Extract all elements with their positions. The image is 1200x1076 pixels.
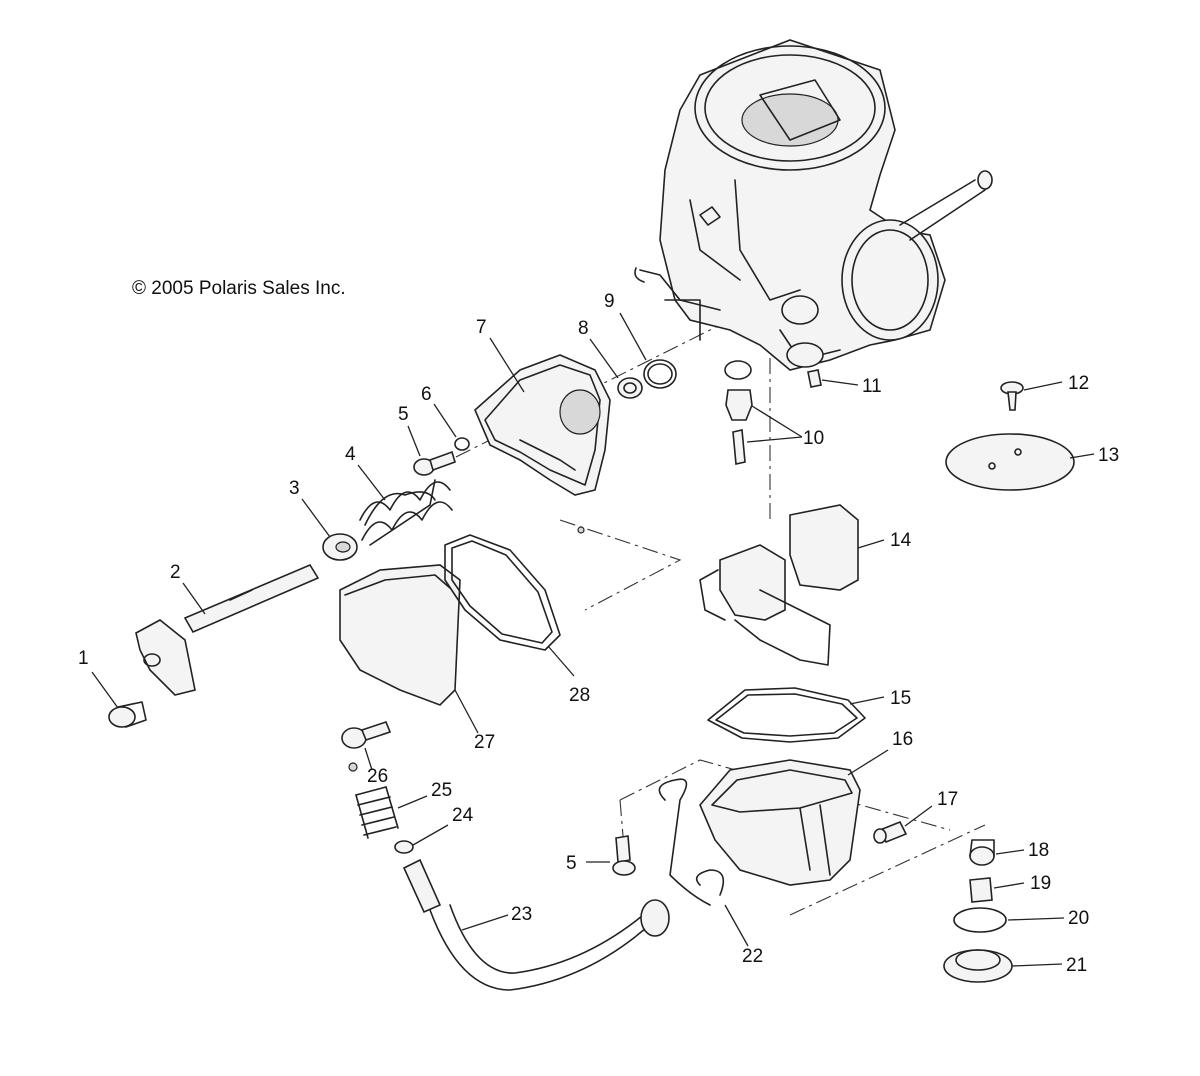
part-12-screw [1000,381,1024,411]
callout-10: 10 [803,428,824,449]
part-27-cover [339,564,461,706]
part-6-washer [454,437,470,451]
part-5-screw-lower [612,835,636,876]
callout-17: 17 [937,789,958,810]
part-2-throttle-shaft [135,563,320,696]
part-17-fitting [873,820,908,844]
part-24-washer [394,840,414,854]
part-9-o-ring [643,359,677,389]
leader-lines [91,312,1095,967]
part-15-gasket [707,687,866,743]
part-11-screw [807,369,822,388]
part-8-bushing [617,377,643,399]
callout-19: 19 [1030,873,1051,894]
callout-28: 28 [569,685,590,706]
callout-1: 1 [78,648,89,669]
part-28-gasket [444,534,561,651]
callout-2: 2 [170,562,181,583]
callout-20: 20 [1068,908,1089,929]
part-7-housing [474,354,611,534]
callout-18: 18 [1028,840,1049,861]
part-13-plate [945,433,1075,491]
callout-3: 3 [289,478,300,499]
part-1-cap [108,701,147,728]
callout-8: 8 [578,318,589,339]
callout-4: 4 [345,444,356,465]
callout-labels: 1 2 3 4 5 5 6 7 8 9 10 11 12 13 14 15 16… [78,291,1119,976]
callout-5-lower: 5 [566,853,577,874]
callout-11: 11 [862,376,882,397]
part-14-float [699,504,859,666]
part-5-screw-upper [413,450,456,476]
callout-21: 21 [1066,955,1087,976]
part-16-float-bowl [699,759,861,886]
part-26-screw [341,721,392,749]
callout-25: 25 [431,780,452,801]
callout-24: 24 [452,805,474,826]
part-23-hose [402,858,670,991]
callout-22: 22 [742,946,763,967]
part-21-plug [943,949,1013,983]
callout-13: 13 [1098,445,1119,466]
part-20-o-ring [953,907,1007,933]
callout-9: 9 [604,291,615,312]
callout-15: 15 [890,688,911,709]
part-18-holder [969,839,995,866]
callout-23: 23 [511,904,532,925]
callout-12: 12 [1068,373,1089,394]
callout-14: 14 [890,530,912,551]
callout-6: 6 [421,384,432,405]
part-25-spring [348,762,399,839]
callout-16: 16 [892,729,913,750]
part-10-jet-set [724,360,753,465]
callout-27: 27 [474,732,495,753]
copyright-notice: © 2005 Polaris Sales Inc. [132,278,346,299]
part-22-clip [658,778,725,906]
callout-5-upper: 5 [398,404,409,425]
carburetor-body [634,39,993,371]
part-4-spring [359,479,453,546]
part-3-washer [322,533,358,561]
part-19-jet [969,877,993,903]
callout-7: 7 [476,317,487,338]
callout-26: 26 [367,766,388,787]
